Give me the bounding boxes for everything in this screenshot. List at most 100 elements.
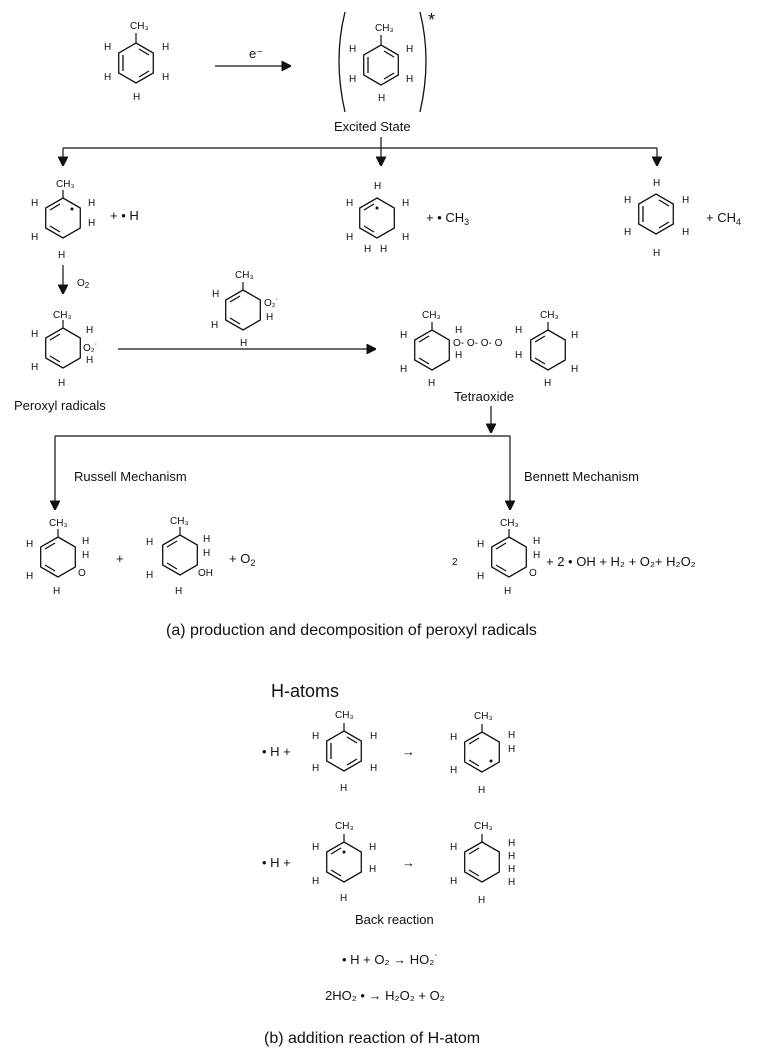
atom-h: H	[31, 232, 38, 243]
plus-sign: +	[116, 551, 124, 566]
atom-h: H	[266, 312, 273, 323]
atom-ch3: CH₃	[540, 310, 559, 321]
atom-h: H	[653, 178, 660, 189]
peroxyl-radical-2	[226, 282, 261, 330]
atom-h: H	[369, 864, 376, 875]
atom-h: H	[26, 539, 33, 550]
atom-h: H	[508, 864, 515, 875]
atom-h: H	[312, 763, 319, 774]
atom-h: H	[380, 244, 387, 255]
plus-o2: + O2	[229, 551, 255, 568]
atom-h: H	[86, 325, 93, 336]
cyclohexadienyl-radical-2	[360, 198, 395, 238]
atom-h: H	[162, 72, 169, 83]
atom-h: H	[450, 765, 457, 776]
excited-star: *	[428, 10, 435, 30]
atom-h: H	[406, 44, 413, 55]
atom-ch3: CH₃	[235, 270, 254, 281]
atom-h: H	[455, 350, 462, 361]
atom-ch3: CH₃	[335, 710, 354, 721]
atom-h: H	[402, 198, 409, 209]
toluene-b1	[327, 723, 362, 771]
atom-h: H	[88, 218, 95, 229]
atom-ch3: CH₃	[500, 518, 519, 529]
atom-h: H	[370, 763, 377, 774]
plus-ch3-radical: + • CH3	[426, 210, 469, 227]
atom-h: H	[508, 838, 515, 849]
atom-h: H	[370, 731, 377, 742]
atom-oh: OH	[198, 568, 213, 579]
atom-ch3: CH₃	[422, 310, 441, 321]
atom-h: H	[349, 74, 356, 85]
caption-b: (b) addition reaction of H-atom	[264, 1030, 480, 1047]
tetraoxide-right-ring	[531, 322, 566, 370]
bennett-ketone	[492, 529, 527, 577]
atom-h: H	[346, 198, 353, 209]
atom-h: H	[504, 586, 511, 597]
atom-o2-dot: O₂˙	[83, 343, 98, 354]
bennett-products: + 2 • OH + H₂ + O₂+ H₂O₂	[546, 554, 696, 569]
atom-ch3: CH₃	[56, 179, 75, 190]
atom-h: H	[571, 330, 578, 341]
cyclohexadienyl-radical	[46, 190, 81, 238]
atom-ch3: CH₃	[474, 821, 493, 832]
caption-a: (a) production and decomposition of pero…	[166, 622, 537, 639]
atom-h: H	[477, 571, 484, 582]
coefficient-2: 2	[452, 557, 458, 568]
excited-state-label: Excited State	[334, 119, 411, 134]
atom-h: H	[544, 378, 551, 389]
tetraoxide-label: Tetraoxide	[454, 389, 514, 404]
atom-h: H	[508, 851, 515, 862]
atom-h: H	[88, 198, 95, 209]
atom-ch3: CH₃	[335, 821, 354, 832]
atom-h: H	[478, 895, 485, 906]
equation-2: 2HO₂ • → H₂O₂ + O₂	[325, 988, 445, 1003]
atom-h: H	[406, 74, 413, 85]
atom-h: H	[31, 362, 38, 373]
atom-ch3: CH₃	[130, 21, 149, 32]
cyclohexene-b2	[465, 834, 500, 882]
atom-h: H	[455, 325, 462, 336]
atom-h: H	[515, 350, 522, 361]
atom-h: H	[477, 539, 484, 550]
atom-h: H	[175, 586, 182, 597]
h-plus-2: • H +	[262, 855, 291, 870]
atom-h: H	[82, 536, 89, 547]
atom-ch3: CH₃	[49, 518, 68, 529]
atom-h: H	[450, 876, 457, 887]
bracket-right	[419, 11, 427, 113]
atom-h: H	[240, 338, 247, 349]
atom-h: H	[374, 181, 381, 192]
peroxyl-radical	[46, 320, 81, 368]
back-reaction-label: Back reaction	[355, 912, 434, 927]
electron-label: e⁻	[249, 46, 263, 61]
peroxyl-radicals-label: Peroxyl radicals	[14, 398, 106, 413]
atom-h: H	[146, 537, 153, 548]
atom-h: H	[508, 877, 515, 888]
atom-h: H	[515, 325, 522, 336]
atom-h: H	[682, 195, 689, 206]
arrow-b2: →	[402, 855, 415, 870]
atom-h: H	[211, 320, 218, 331]
russell-mechanism-label: Russell Mechanism	[74, 469, 187, 484]
atom-h: H	[624, 227, 631, 238]
atom-h: H	[364, 244, 371, 255]
atom-o2-dot: O₂˙	[264, 298, 279, 309]
atom-h: H	[450, 732, 457, 743]
toluene-excited	[364, 35, 399, 85]
atom-h: H	[312, 876, 319, 887]
equation-1: • H + O₂ → HO₂˙	[342, 952, 439, 967]
bracket-left	[338, 11, 346, 113]
atom-h: H	[312, 842, 319, 853]
atom-h: H	[346, 232, 353, 243]
atom-h: H	[146, 570, 153, 581]
atom-h: H	[508, 744, 515, 755]
atom-h: H	[349, 44, 356, 55]
atom-h: H	[212, 289, 219, 300]
atom-h: H	[31, 198, 38, 209]
atom-h: H	[340, 893, 347, 904]
radical-b2	[327, 834, 362, 882]
atom-h: H	[624, 195, 631, 206]
alcohol-product	[163, 527, 198, 575]
